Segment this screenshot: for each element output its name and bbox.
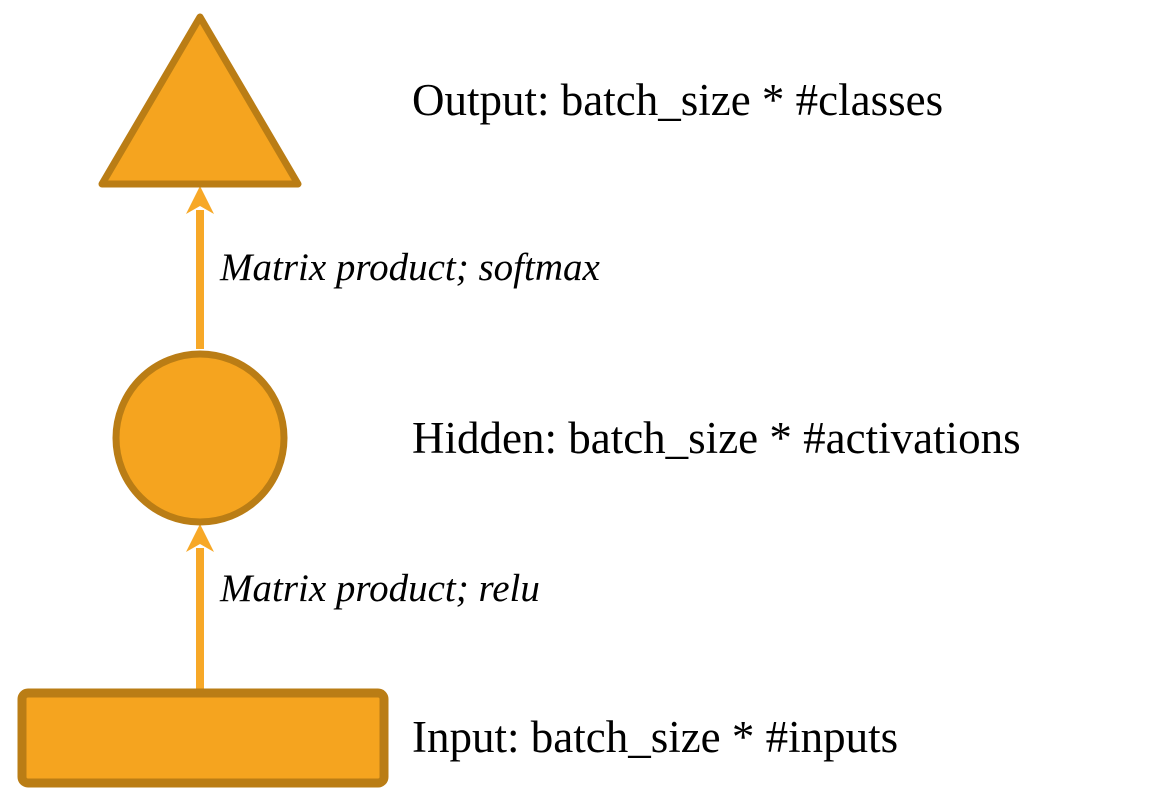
arrow-hidden-to-output	[186, 186, 214, 349]
edge-label-relu: Matrix product; relu	[220, 567, 540, 610]
input-node-label: Input: batch_size * #inputs	[412, 712, 899, 762]
output-node-triangle	[98, 13, 302, 188]
input-node-rectangle	[17, 688, 389, 788]
hidden-node-circle	[112, 350, 288, 526]
arrow-head-icon	[186, 524, 214, 552]
output-node-label: Output: batch_size * #classes	[412, 75, 944, 125]
arrow-input-to-hidden	[186, 524, 214, 690]
arrow-head-icon	[186, 186, 214, 214]
edge-label-softmax: Matrix product; softmax	[220, 246, 600, 289]
hidden-node-label: Hidden: batch_size * #activations	[412, 413, 1021, 463]
